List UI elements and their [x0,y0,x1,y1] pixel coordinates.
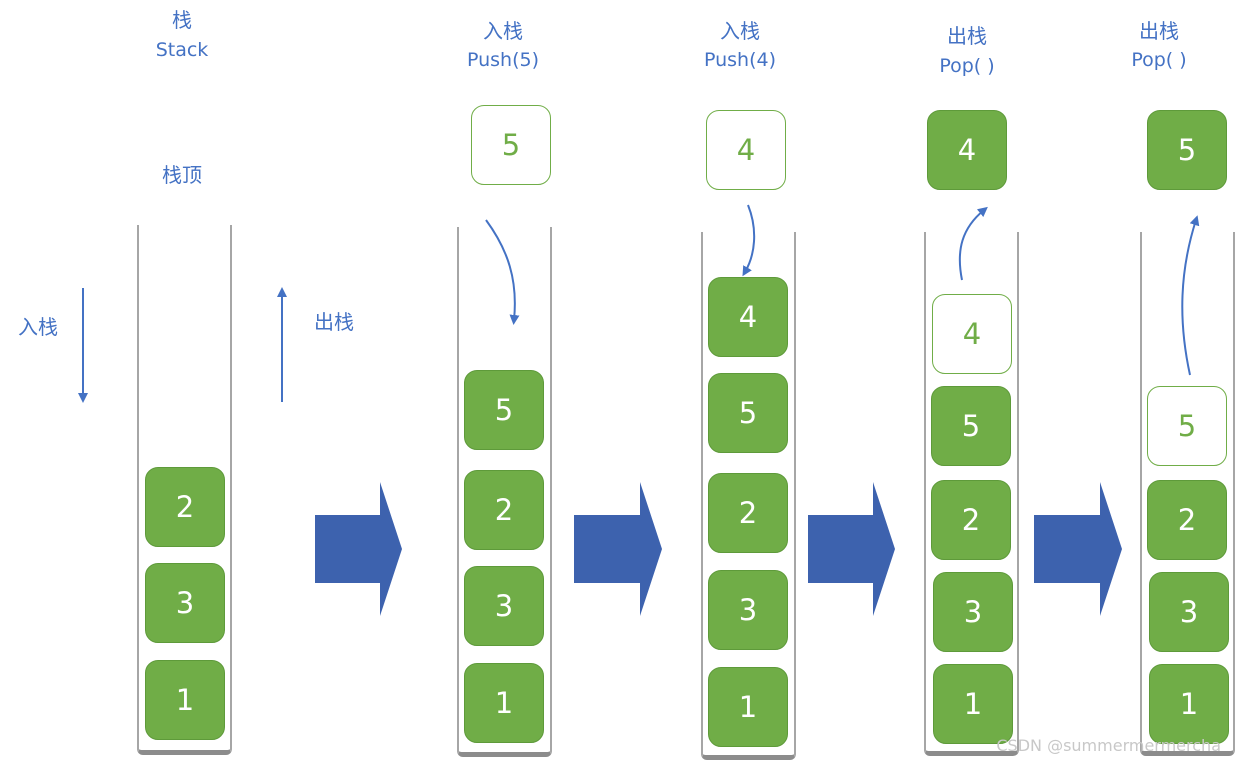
stack-box: 1 [708,667,788,747]
stack-box: 3 [145,563,225,643]
push5-curve-arrow [485,219,520,325]
outgoing-box-5: 5 [1147,110,1227,190]
incoming-box-4: 4 [706,110,786,190]
step-arrow-1 [315,482,402,616]
stack-box: 1 [933,664,1013,744]
stack-box: 2 [1147,480,1227,560]
stack-box: 2 [708,473,788,553]
stack-title-en: Stack [155,39,209,61]
ghost-box-5: 5 [1147,386,1227,466]
ghost-box-4: 4 [932,294,1012,374]
stack-box: 5 [931,386,1011,466]
pop4-container [924,232,1019,756]
pop4-curve-arrow [958,206,988,281]
push5-title-cn: 入栈 [483,19,523,43]
stack-box: 3 [1149,572,1229,652]
pop5-title-cn: 出栈 [1139,19,1179,43]
stack-box: 5 [464,370,544,450]
pop-direction-label: 出栈 [314,310,354,334]
stack-top-label: 栈顶 [162,163,202,187]
pop5-title-en: Pop( ) [1131,49,1187,71]
push4-title-cn: 入栈 [720,19,760,43]
pop4-title-cn: 出栈 [947,24,987,48]
stack-box: 5 [708,373,788,453]
watermark: CSDN @summermermercha [996,736,1221,755]
pop5-container [1140,232,1235,756]
stack-title-cn: 栈 [172,8,192,32]
pop5-curve-arrow [1181,215,1200,376]
pop4-title-en: Pop( ) [939,55,995,77]
stack-box: 1 [145,660,225,740]
push4-container [701,232,796,760]
stack-box: 3 [464,566,544,646]
push4-title-en: Push(4) [703,49,777,71]
incoming-box-5: 5 [471,105,551,185]
push5-title-en: Push(5) [466,49,540,71]
step-arrow-3 [808,482,895,616]
stack-box: 4 [708,277,788,357]
stack-box: 3 [933,572,1013,652]
push4-curve-arrow [742,204,756,277]
push-direction-label: 入栈 [18,315,58,339]
stack-box: 2 [145,467,225,547]
stack-container [137,225,232,755]
outgoing-box-4: 4 [927,110,1007,190]
step-arrow-4 [1034,482,1122,616]
stack-box: 2 [464,470,544,550]
stack-box: 2 [931,480,1011,560]
push5-container [457,227,552,757]
step-arrow-2 [574,482,662,616]
stack-box: 3 [708,570,788,650]
stack-box: 1 [464,663,544,743]
stack-box: 1 [1149,664,1229,744]
